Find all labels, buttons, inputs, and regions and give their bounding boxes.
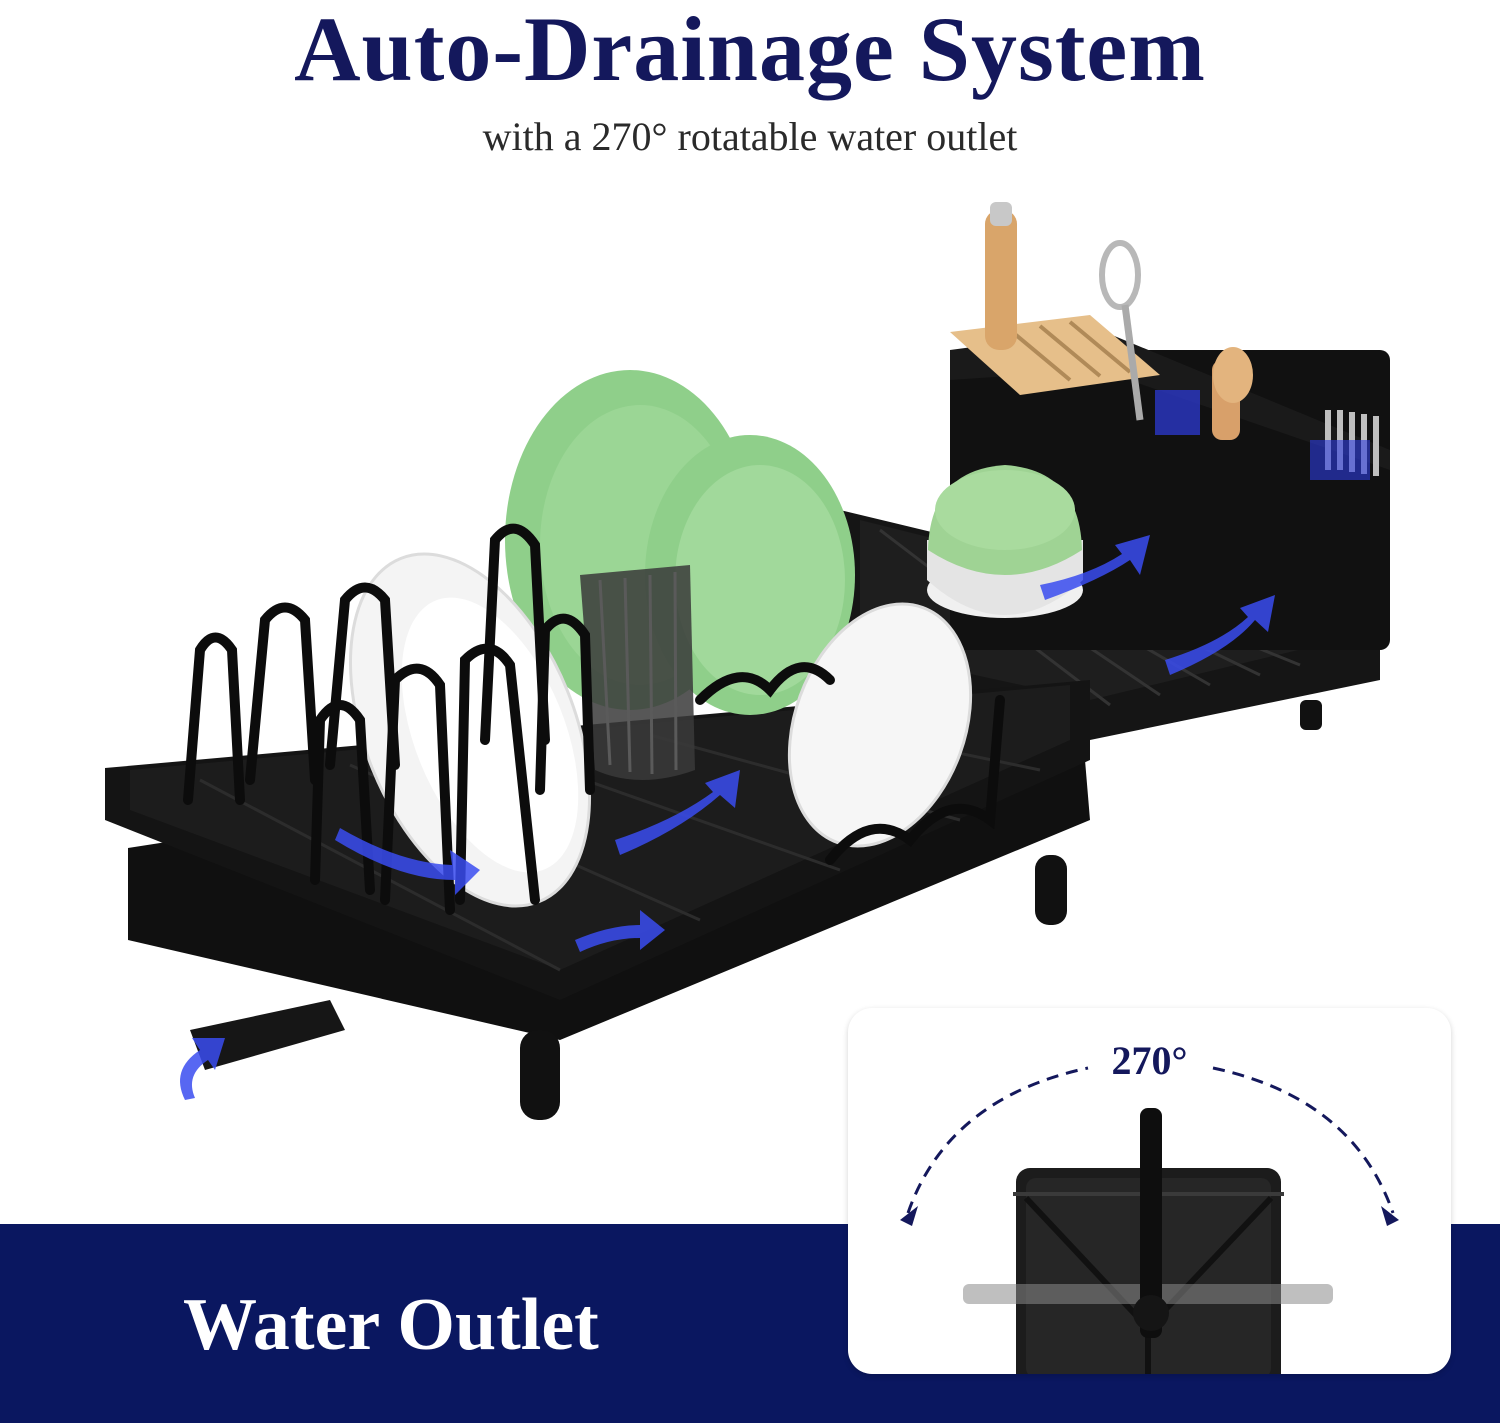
plate-holder-wires <box>183 523 1005 915</box>
rotation-angle-label: 270° <box>1111 1038 1188 1083</box>
drainage-flow-arrows <box>180 535 1275 1100</box>
green-plates <box>505 370 855 715</box>
arc-arrowhead-left <box>900 1206 918 1226</box>
bowls <box>927 465 1083 618</box>
page-title: Auto-Drainage System <box>294 0 1206 100</box>
dish-rack-illustration <box>105 202 1390 1120</box>
footer-label: Water Outlet <box>183 1284 599 1366</box>
utensil-caddy <box>950 202 1390 650</box>
page-subtitle: with a 270° rotatable water outlet <box>482 114 1018 159</box>
arc-arrowhead-right <box>1381 1206 1399 1226</box>
glass-cup <box>580 565 695 780</box>
tray-top-view <box>963 1108 1333 1374</box>
rotation-arc <box>906 1066 1395 1214</box>
outlet-rotation-inset: 270° <box>848 1008 1451 1374</box>
rotation-diagram <box>900 1066 1399 1374</box>
